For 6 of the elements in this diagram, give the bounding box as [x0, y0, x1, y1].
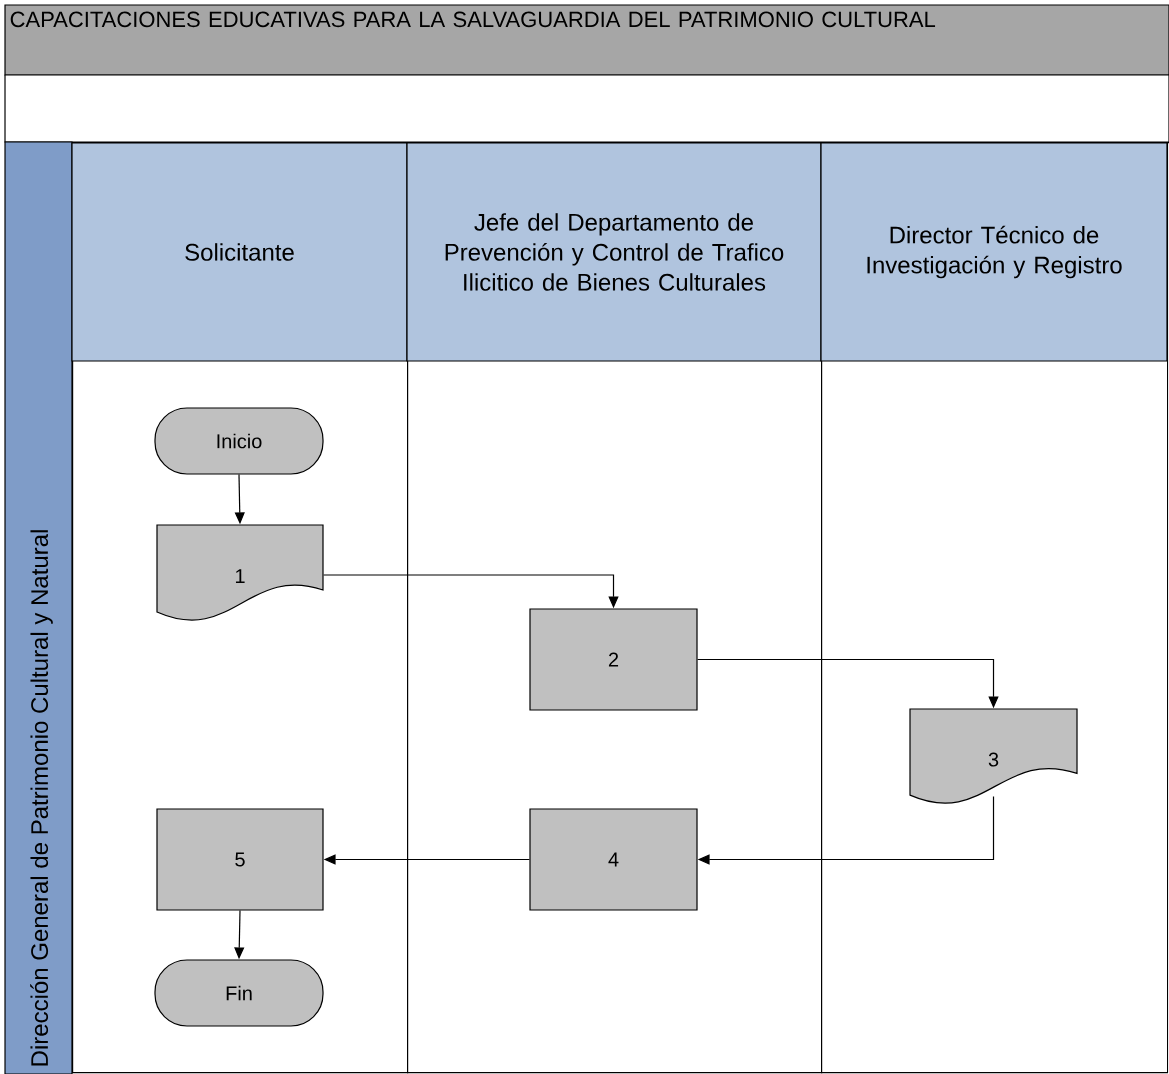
process-box: 2 [529, 608, 698, 711]
title-bar: CAPACITACIONES EDUCATIVAS PARA LA SALVAGUARDIA DEL PATRIMONIO CULTURAL [4, 4, 1169, 76]
process-box: 5 [156, 808, 324, 911]
terminator: Fin [154, 959, 324, 1027]
process-box: 4 [529, 808, 698, 911]
terminator: Inicio [154, 407, 324, 475]
